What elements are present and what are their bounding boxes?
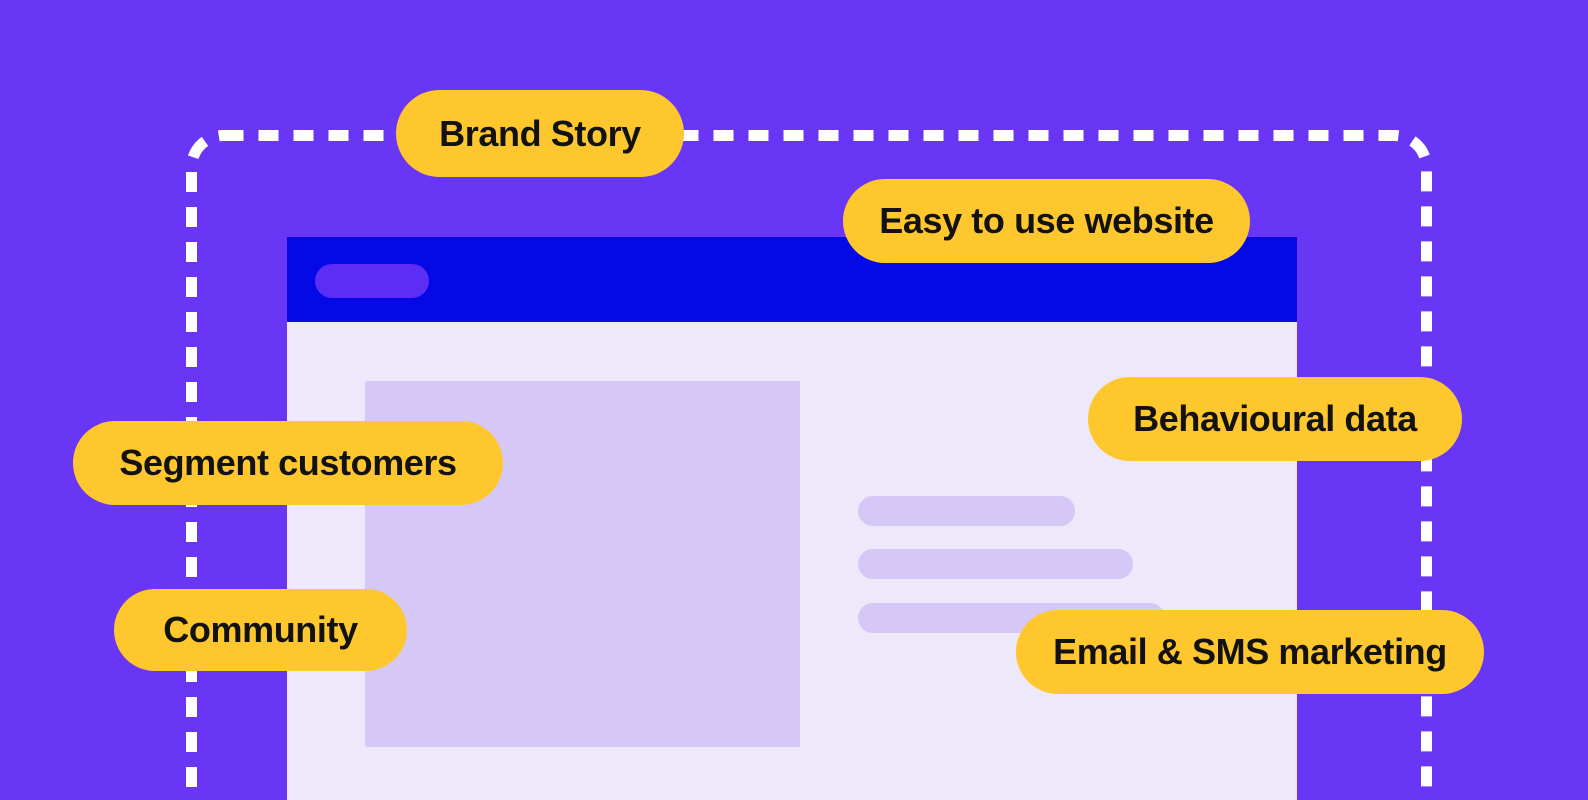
browser-window-mockup — [287, 237, 1297, 800]
browser-page-body — [287, 322, 1297, 800]
callout-brand-story-label: Brand Story — [439, 112, 641, 154]
callout-behavioural-data: Behavioural data — [1088, 377, 1462, 461]
browser-logo-placeholder — [315, 264, 429, 298]
callout-email-sms-marketing: Email & SMS marketing — [1016, 610, 1484, 694]
callout-community: Community — [114, 589, 407, 671]
text-line-placeholder-1 — [858, 496, 1075, 526]
callout-brand-story: Brand Story — [396, 90, 684, 177]
browser-header-bar — [287, 237, 1297, 322]
callout-behavioural-data-label: Behavioural data — [1133, 398, 1417, 439]
callout-easy-to-use-website: Easy to use website — [843, 179, 1250, 263]
callout-segment-customers-label: Segment customers — [119, 442, 457, 483]
text-line-placeholder-2 — [858, 549, 1133, 579]
callout-email-sms-marketing-label: Email & SMS marketing — [1053, 631, 1447, 672]
callout-easy-to-use-website-label: Easy to use website — [879, 200, 1214, 241]
callout-segment-customers: Segment customers — [73, 421, 503, 505]
callout-community-label: Community — [163, 609, 358, 650]
